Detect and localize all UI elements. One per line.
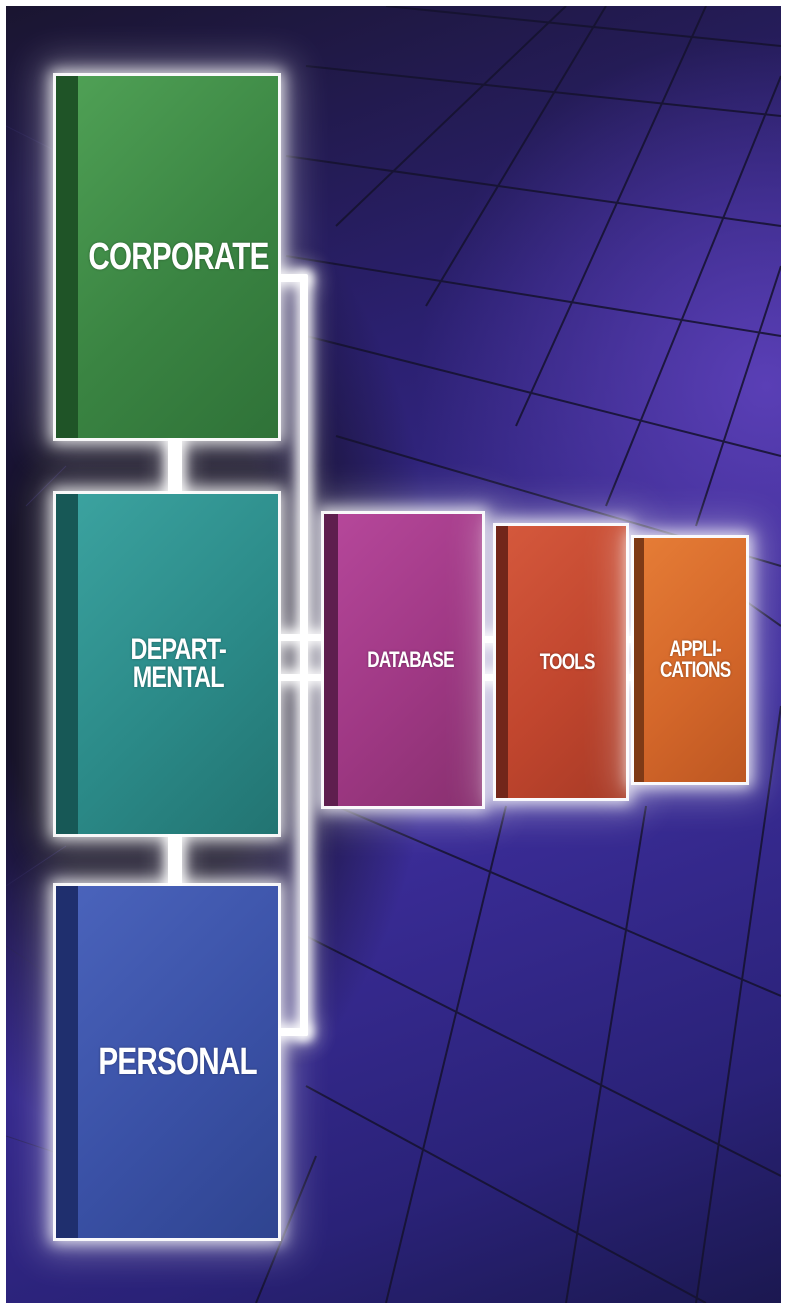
connector-database-tools-bottom: [480, 674, 502, 681]
database-label: DATABASE: [366, 646, 454, 672]
applications-label: APPLI- CATIONS: [659, 636, 731, 682]
connector-departmental-database-bottom: [278, 674, 328, 681]
departmental-block: DEPART- MENTAL: [56, 494, 278, 834]
connector-tools-applications-top: [624, 636, 640, 643]
connector-corporate-departmental: [168, 436, 182, 500]
connector-personal: [276, 1028, 308, 1036]
diagram-scene: CORPORATE DEPART- MENTAL PERSONAL DATABA…: [6, 6, 781, 1303]
applications-block: APPLI- CATIONS: [634, 538, 746, 782]
personal-block: PERSONAL: [56, 886, 278, 1238]
database-block: DATABASE: [324, 514, 482, 806]
connector-departmental-personal: [168, 832, 182, 896]
connector-tools-applications-bottom: [624, 674, 640, 681]
tools-block: TOOLS: [496, 526, 626, 798]
corporate-label: CORPORATE: [87, 235, 269, 278]
perspective-grid: [6, 6, 781, 1303]
tools-label: TOOLS: [539, 648, 596, 674]
departmental-label: DEPART- MENTAL: [130, 632, 226, 694]
connector-spine: [300, 276, 308, 1036]
connector-corporate: [276, 274, 308, 282]
connector-departmental-database-top: [278, 634, 328, 641]
connector-database-tools-top: [480, 636, 502, 643]
corporate-block: CORPORATE: [56, 76, 278, 438]
personal-label: PERSONAL: [98, 1040, 258, 1083]
